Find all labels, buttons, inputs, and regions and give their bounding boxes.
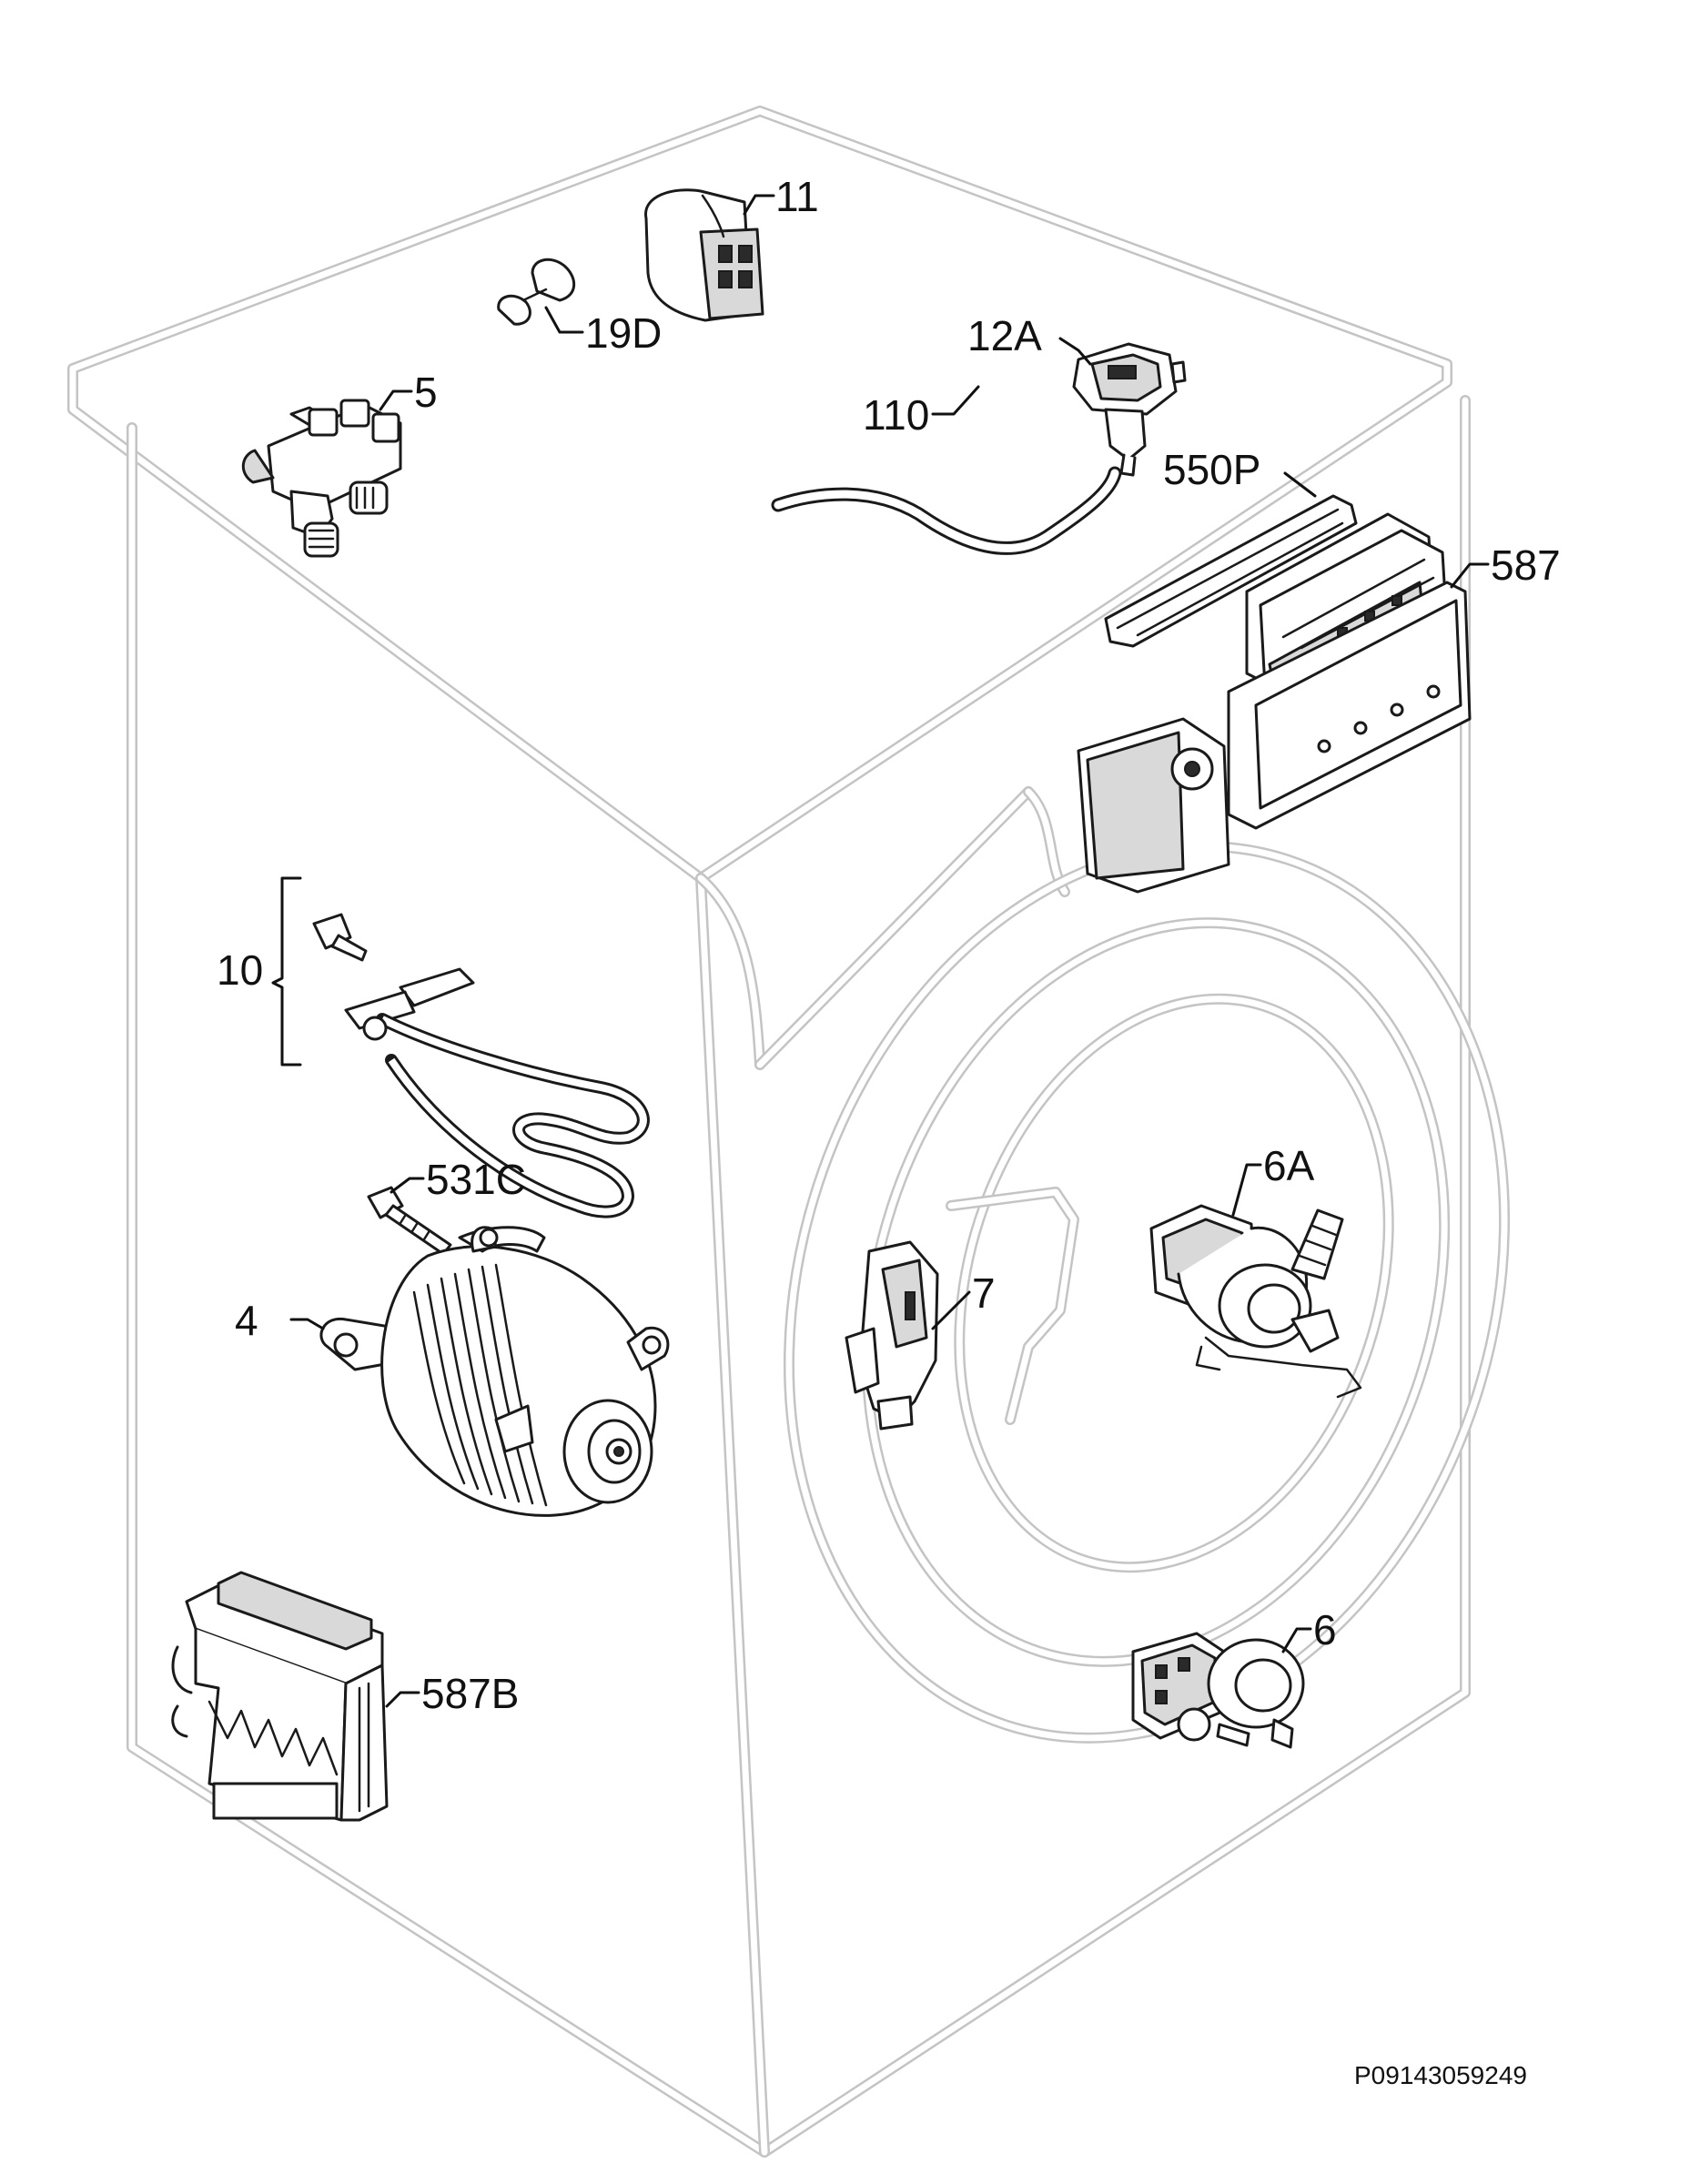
- motor-control-module: [171, 1571, 389, 1822]
- callout-10: 10: [217, 946, 263, 994]
- light-guide-strip: [1104, 494, 1358, 648]
- callout-4: 4: [235, 1297, 258, 1344]
- leader-lines: [271, 194, 1490, 1708]
- callout-19d: 19D: [585, 309, 662, 357]
- electronic-control-board: [1077, 512, 1472, 894]
- callout-6a: 6A: [1263, 1142, 1315, 1189]
- pressure-switch: [1072, 342, 1187, 477]
- thermal-fuse: [497, 258, 576, 326]
- pressure-hose: [771, 466, 1122, 555]
- circulation-pump: [1131, 1632, 1305, 1749]
- callout-7: 7: [972, 1269, 996, 1317]
- drawing-code: P09143059249: [1354, 2061, 1527, 2089]
- callout-110: 110: [863, 391, 929, 439]
- drain-pump: [1149, 1204, 1362, 1399]
- heating-element-kit: [312, 913, 650, 1218]
- callout-587b: 587B: [421, 1670, 519, 1717]
- washing-machine-cabinet: [67, 106, 1511, 2158]
- callout-6: 6: [1313, 1606, 1337, 1653]
- callout-587: 587: [1491, 541, 1561, 589]
- suppressor-capacitor: [644, 188, 764, 322]
- callout-531c: 531C: [426, 1156, 526, 1203]
- callout-12a: 12A: [967, 312, 1042, 359]
- door-lock: [845, 1240, 939, 1431]
- callout-5: 5: [414, 369, 438, 416]
- callout-550p: 550P: [1163, 446, 1260, 493]
- callout-11: 11: [775, 173, 819, 220]
- drive-motor: [319, 1226, 670, 1517]
- inlet-valve: [241, 399, 402, 558]
